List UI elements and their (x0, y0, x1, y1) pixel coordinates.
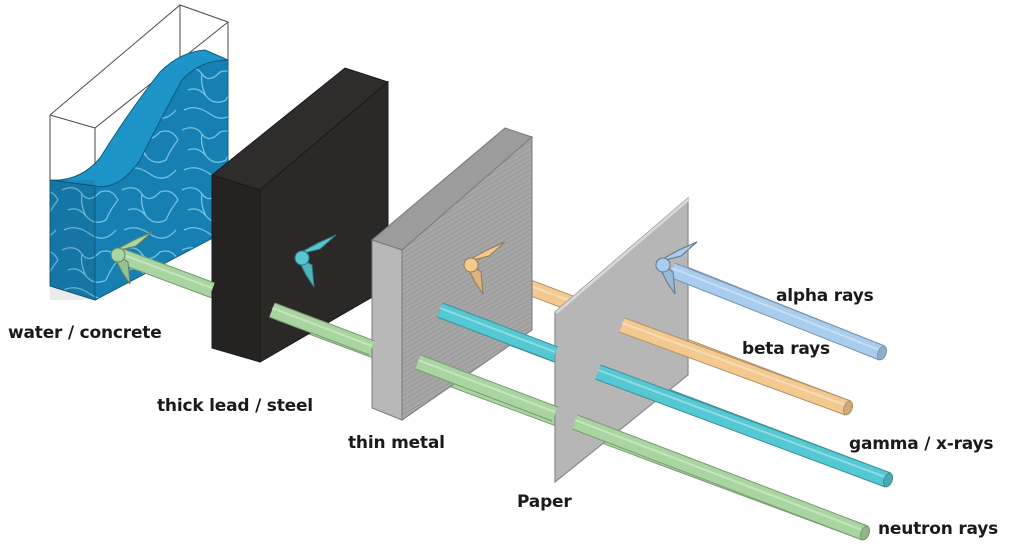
alpha-seg-1-end-cap (876, 345, 888, 361)
alpha-seg-1-body (669, 263, 885, 360)
beta-seg-1-body (619, 318, 851, 415)
beta-arrow-head-icon (463, 241, 506, 295)
alpha-head-front-tip (655, 257, 671, 273)
neutron-seg-3-highlight (574, 419, 866, 532)
beta-seg-1-end-cap (843, 400, 853, 416)
beta-seg-1-highlight (621, 322, 849, 407)
neutron-head-front-barb-upper (111, 231, 153, 253)
thin-metal-block (370, 127, 533, 421)
neutron-head-front-tip (110, 247, 126, 263)
gamma-seg-2-highlight (597, 369, 889, 479)
gamma-seg-1-body (437, 303, 558, 361)
gamma-seg-2-body (595, 365, 891, 487)
label-neutron-rays: neutron rays (878, 519, 999, 539)
paper-sheet (554, 196, 690, 484)
beta-head-barb-upper (464, 241, 506, 263)
lead-block (210, 67, 390, 363)
gamma-head-tip (294, 250, 310, 266)
label-thin-metal: thin metal (348, 433, 445, 453)
neutron-seg-1-highlight (271, 307, 373, 347)
label-paper: Paper (517, 492, 572, 512)
neutron-seg-0-body (115, 248, 215, 297)
gamma-seg-1-highlight (439, 307, 556, 353)
gamma-head-barb-upper (295, 234, 337, 256)
gamma-arrow-head-icon (294, 234, 337, 288)
water-block (49, 49, 229, 301)
label-gamma-x-rays: gamma / x-rays (849, 434, 994, 454)
label-water-concrete: water / concrete (8, 323, 162, 343)
beta-head-tip (463, 257, 479, 273)
neutron-seg-3-body (572, 415, 868, 540)
gamma-seg-2-end-cap (883, 472, 893, 488)
neutron-seg-2-highlight (417, 359, 556, 413)
alpha-seg-1-highlight (671, 267, 883, 352)
alpha-head-front-barb-upper (656, 241, 698, 263)
label-alpha-rays: alpha rays (776, 286, 874, 306)
neutron-seg-0-highlight (117, 252, 213, 289)
neutron-seg-2-body (415, 355, 558, 421)
front-rod-segments (110, 231, 893, 541)
label-beta-rays: beta rays (742, 339, 830, 359)
label-thick-lead-steel: thick lead / steel (157, 396, 313, 416)
neutron-seg-3-end-cap (860, 525, 870, 541)
neutron-seg-1-body (269, 303, 375, 355)
